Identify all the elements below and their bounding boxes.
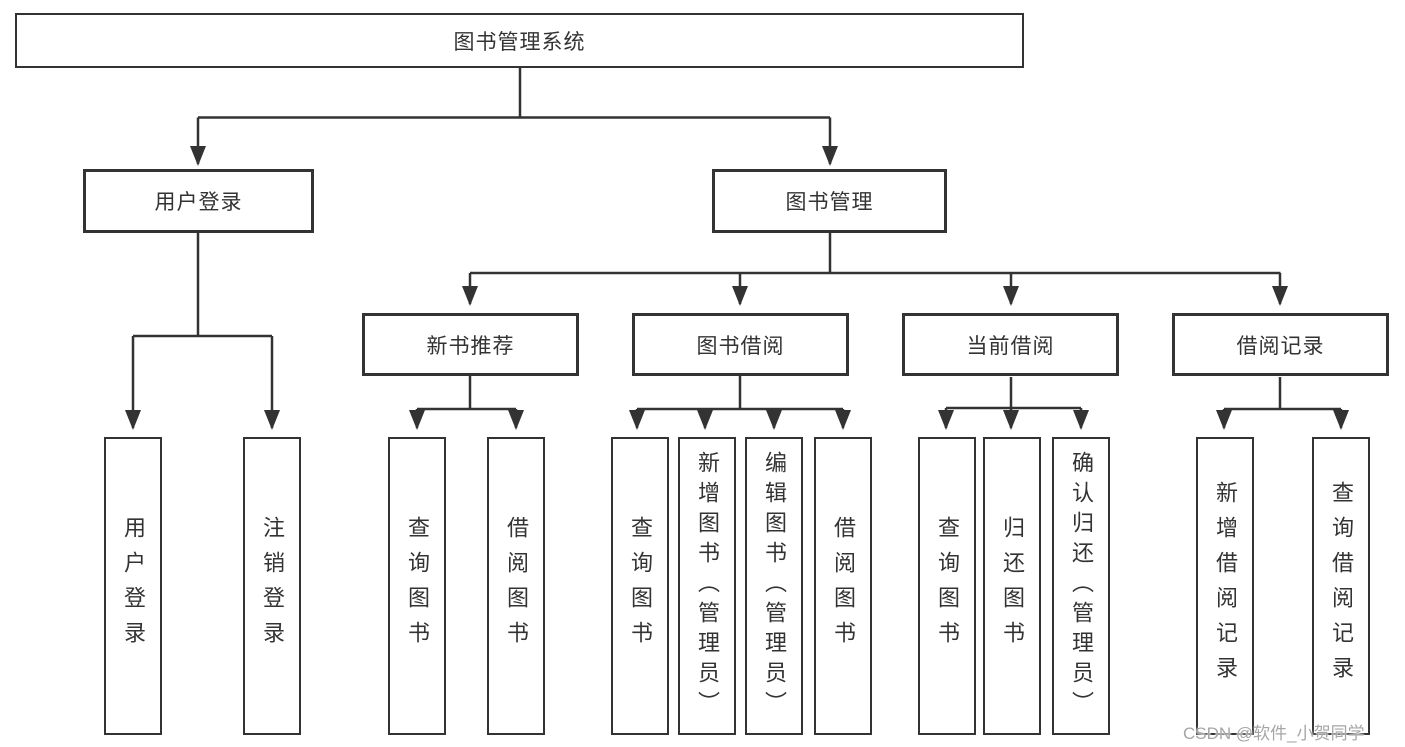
leaf-query-books-recommend: 查询图书: [388, 437, 446, 735]
leaf-add-books-admin-label: 新增图书（管理员）: [695, 451, 720, 721]
node-new-book-recommend-label: 新书推荐: [426, 334, 515, 358]
node-book-borrowing-label: 图书借阅: [696, 334, 785, 358]
node-current-borrowing: 当前借阅: [902, 313, 1119, 376]
watermark: CSDN @软件_小贺同学: [1183, 724, 1365, 743]
leaf-user-login-label: 用户登录: [121, 516, 146, 656]
node-current-borrowing-label: 当前借阅: [966, 334, 1055, 358]
leaf-add-books-admin: 新增图书（管理员）: [678, 437, 736, 735]
node-book-management-label: 图书管理: [785, 191, 874, 214]
leaf-query-books-current: 查询图书: [918, 437, 976, 735]
leaf-borrow-books-borrowing-label: 借阅图书: [831, 516, 856, 656]
leaf-query-books-current-label: 查询图书: [935, 516, 960, 656]
leaf-query-borrow-record: 查询借阅记录: [1312, 437, 1370, 735]
leaf-borrow-books-recommend-label: 借阅图书: [504, 516, 529, 656]
node-root: 图书管理系统: [15, 13, 1024, 68]
leaf-logout: 注销登录: [243, 437, 301, 735]
leaf-query-books-recommend-label: 查询图书: [405, 516, 430, 656]
leaf-query-books-borrowing-label: 查询图书: [628, 516, 653, 656]
node-borrowing-records: 借阅记录: [1172, 313, 1389, 376]
leaf-user-login: 用户登录: [104, 437, 162, 735]
node-root-label: 图书管理系统: [453, 30, 586, 54]
node-book-borrowing: 图书借阅: [632, 313, 849, 376]
leaf-edit-books-admin-label: 编辑图书（管理员）: [762, 451, 787, 721]
leaf-confirm-return-admin: 确认归还（管理员）: [1052, 437, 1110, 735]
leaf-borrow-books-recommend: 借阅图书: [487, 437, 545, 735]
leaf-add-borrow-record-label: 新增借阅记录: [1213, 481, 1238, 691]
node-borrowing-records-label: 借阅记录: [1236, 334, 1325, 358]
leaf-add-borrow-record: 新增借阅记录: [1196, 437, 1254, 735]
leaf-return-books-label: 归还图书: [1000, 516, 1025, 656]
node-book-management: 图书管理: [712, 169, 947, 233]
node-user-login-label: 用户登录: [154, 191, 243, 214]
leaf-query-books-borrowing: 查询图书: [611, 437, 669, 735]
leaf-logout-label: 注销登录: [260, 516, 285, 656]
leaf-return-books: 归还图书: [983, 437, 1041, 735]
node-user-login: 用户登录: [83, 169, 314, 233]
leaf-query-borrow-record-label: 查询借阅记录: [1329, 481, 1354, 691]
node-new-book-recommend: 新书推荐: [362, 313, 579, 376]
leaf-confirm-return-admin-label: 确认归还（管理员）: [1069, 451, 1094, 721]
leaf-edit-books-admin: 编辑图书（管理员）: [745, 437, 803, 735]
leaf-borrow-books-borrowing: 借阅图书: [814, 437, 872, 735]
